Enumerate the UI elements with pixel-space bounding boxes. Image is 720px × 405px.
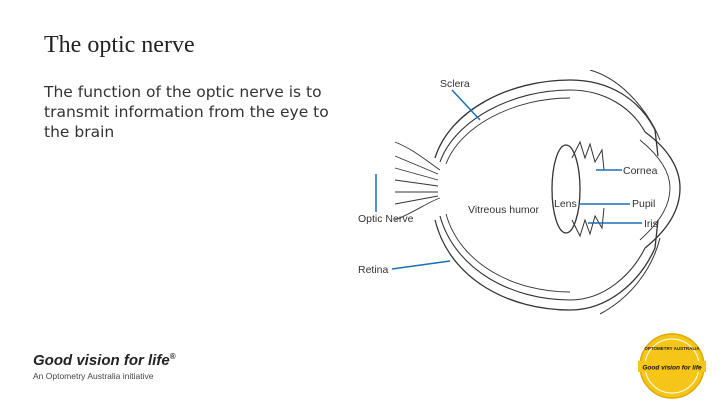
label-optic-nerve: Optic Nerve — [358, 213, 414, 225]
optic-nerve-bundle — [394, 141, 441, 221]
brand-registered-mark: ® — [169, 352, 176, 361]
label-vitreous-humor: Vitreous humor — [468, 204, 540, 216]
brand-tagline: An Optometry Australia initiative — [33, 371, 154, 381]
brand-logo: Good vision for life® An Optometry Austr… — [33, 352, 176, 381]
orbit-curve-lower — [599, 237, 661, 315]
retina-outline — [439, 89, 646, 301]
sclera-leader — [451, 89, 481, 121]
retina-leader — [391, 260, 451, 270]
brand-name: Good vision for life — [33, 352, 170, 369]
label-sclera: Sclera — [440, 78, 470, 90]
seal-top-text: OPTOMETRY AUSTRALIA — [644, 346, 700, 351]
label-pupil: Pupil — [632, 198, 655, 210]
iris-lower — [571, 207, 605, 238]
slide-body-text: The function of the optic nerve is to tr… — [44, 83, 329, 141]
choroid-outline — [445, 97, 571, 293]
seal-middle-text: Good vision for life — [642, 365, 702, 372]
orbit-curve — [589, 70, 661, 141]
slide-title: The optic nerve — [44, 32, 195, 58]
label-cornea: Cornea — [623, 165, 658, 177]
label-lens: Lens — [554, 198, 577, 210]
label-iris: Iris — [644, 218, 658, 230]
iris-upper — [571, 140, 605, 171]
brand-seal-logo: OPTOMETRY AUSTRALIA Good vision for life — [638, 333, 706, 399]
cornea-inner — [639, 139, 671, 241]
cornea-shape — [644, 131, 681, 249]
label-retina: Retina — [358, 264, 389, 276]
lens-shape — [551, 144, 581, 234]
sclera-outline — [434, 79, 659, 311]
eye-anatomy-diagram: Sclera Cornea Lens Pupil Vitreous humor … — [358, 70, 681, 315]
